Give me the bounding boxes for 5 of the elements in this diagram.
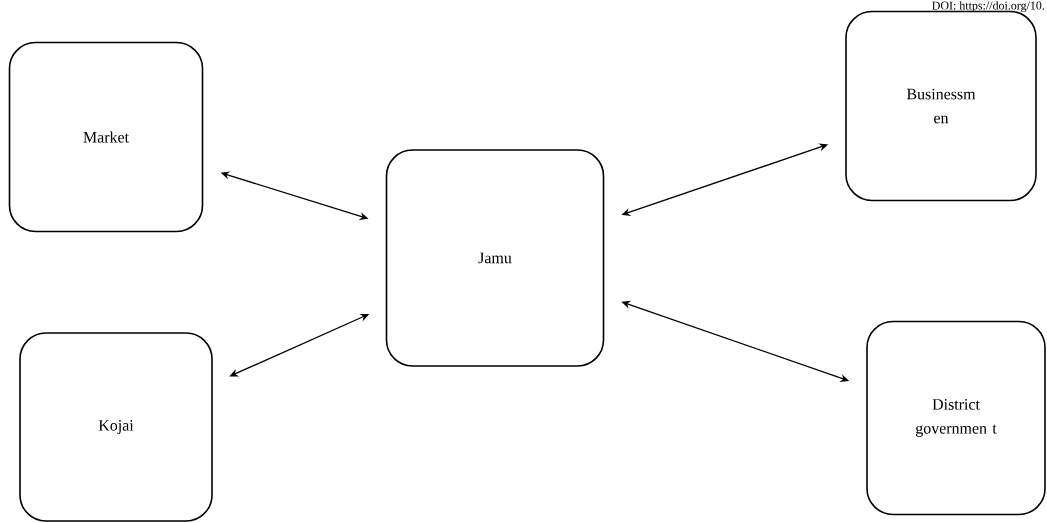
- rounded-box: District governmen t: [866, 320, 1046, 516]
- rounded-box: Kojai: [19, 332, 213, 522]
- rounded-box: Jamu: [385, 149, 605, 367]
- rounded-box: Market: [8, 41, 204, 233]
- doi-text: DOI: https://doi.org/10.: [932, 1, 1045, 13]
